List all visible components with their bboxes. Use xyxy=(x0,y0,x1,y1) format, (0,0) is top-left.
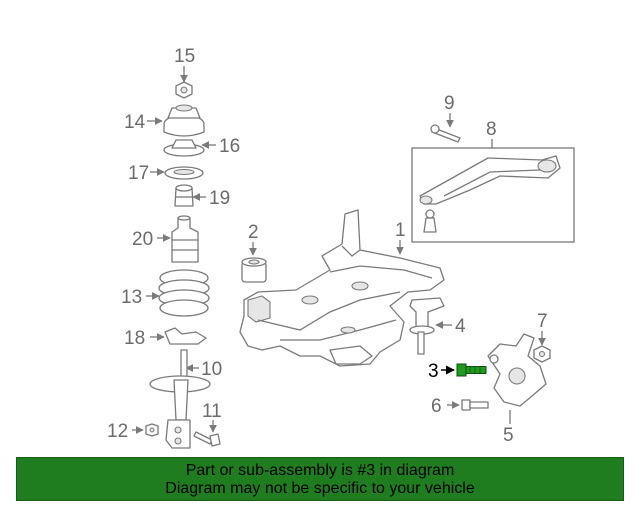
part-2-bushing[interactable]: 2 xyxy=(241,222,267,283)
label-1: 1 xyxy=(395,220,406,241)
label-14: 14 xyxy=(124,112,146,133)
label-18: 18 xyxy=(124,328,145,349)
parts-diagram: 15 14 16 17 19 20 xyxy=(107,46,575,449)
label-3: 3 xyxy=(428,361,439,382)
part-14-strut-mount[interactable]: 14 xyxy=(124,104,205,137)
label-15: 15 xyxy=(174,46,195,67)
label-20: 20 xyxy=(132,229,153,250)
part-3-bolt-highlighted[interactable]: 3 xyxy=(428,361,487,382)
label-5: 5 xyxy=(503,425,514,446)
label-2: 2 xyxy=(248,222,259,243)
part-8-control-arm[interactable]: 8 xyxy=(411,119,575,243)
part-4-ball-joint[interactable]: 4 xyxy=(409,297,466,355)
part-15-nut[interactable]: 15 xyxy=(174,46,195,99)
label-12: 12 xyxy=(107,421,128,442)
label-16: 16 xyxy=(219,136,240,157)
info-banner: Part or sub-assembly is #3 in diagram Di… xyxy=(16,457,624,501)
part-12-nut[interactable]: 12 xyxy=(107,421,159,442)
info-line-2: Diagram may not be specific to your vehi… xyxy=(165,480,475,497)
part-18-spring-pad[interactable]: 18 xyxy=(124,327,207,349)
label-17: 17 xyxy=(128,163,149,184)
info-line-1: Part or sub-assembly is #3 in diagram xyxy=(185,462,455,479)
part-17-isolator[interactable]: 17 xyxy=(128,163,204,184)
label-8: 8 xyxy=(486,119,497,140)
label-11: 11 xyxy=(202,401,222,422)
label-4: 4 xyxy=(455,316,466,337)
control-arm-box xyxy=(411,147,575,243)
label-19: 19 xyxy=(209,188,230,209)
part-7-nut[interactable]: 7 xyxy=(533,311,551,363)
part-6-bolt[interactable]: 6 xyxy=(431,396,489,417)
label-13: 13 xyxy=(121,287,142,308)
part-9-bolt[interactable]: 9 xyxy=(430,93,461,143)
label-7: 7 xyxy=(537,311,548,332)
label-9: 9 xyxy=(444,93,455,114)
part-19-jounce-bumper[interactable]: 19 xyxy=(174,184,230,209)
part-5-knuckle[interactable]: 5 xyxy=(487,333,547,446)
part-16-spring-seat[interactable]: 16 xyxy=(163,136,240,157)
part-10-strut[interactable]: 10 xyxy=(149,349,222,449)
part-13-coil-spring[interactable]: 13 xyxy=(121,269,210,317)
label-6: 6 xyxy=(431,396,442,417)
part-11-bolt[interactable]: 11 xyxy=(193,401,222,447)
part-20-dust-boot[interactable]: 20 xyxy=(132,215,199,263)
label-10: 10 xyxy=(201,359,222,380)
part-1-crossmember[interactable]: 1 xyxy=(239,209,445,367)
